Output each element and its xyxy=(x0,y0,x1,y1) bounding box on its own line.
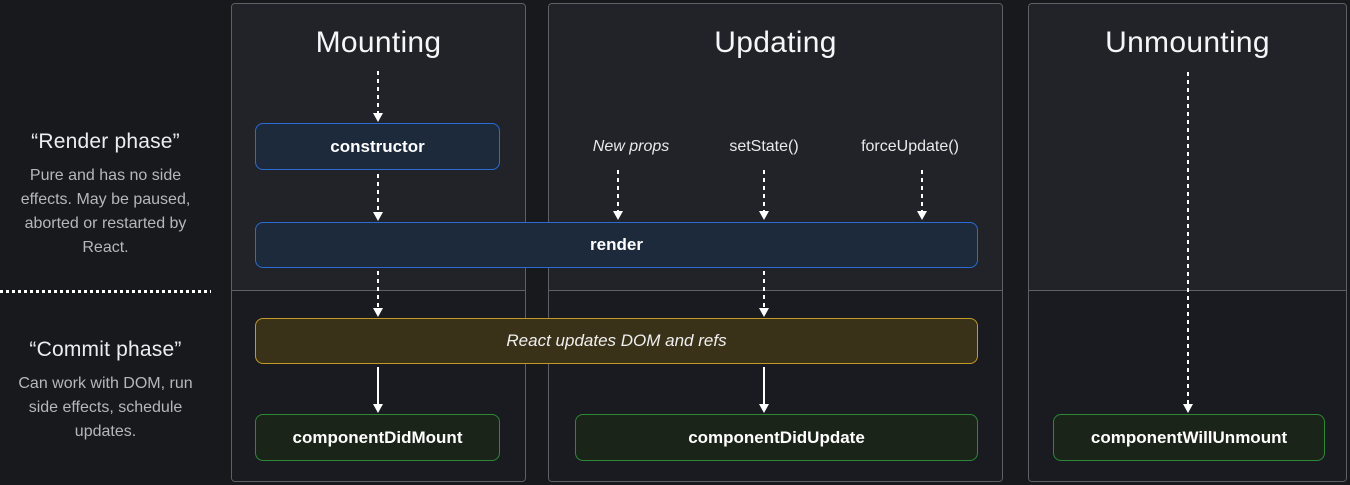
render-phase-description: Pure and has no side effects. May be pau… xyxy=(20,167,191,256)
new-props-label: New props xyxy=(592,138,670,155)
arrow-render-to-dom-update-updating xyxy=(758,271,770,317)
component-did-update-box[interactable]: componentDidUpdate xyxy=(575,414,978,461)
render-phase-info: “Render phase” Pure and has no side effe… xyxy=(0,130,211,260)
arrow-mounting-to-constructor xyxy=(372,71,384,122)
arrow-force-update-to-render xyxy=(916,170,928,220)
arrow-constructor-to-render xyxy=(372,174,384,221)
render-phase-title: “Render phase” xyxy=(31,130,180,153)
updating-column-title: Updating xyxy=(714,26,837,59)
arrow-unmounting-to-component-will-unmount xyxy=(1182,72,1194,413)
commit-phase-info: “Commit phase” Can work with DOM, run si… xyxy=(0,338,211,444)
react-updates-dom-box: React updates DOM and refs xyxy=(255,318,978,364)
phase-sidebar: “Render phase” Pure and has no side effe… xyxy=(0,0,211,485)
render-box[interactable]: render xyxy=(255,222,978,268)
set-state-link[interactable]: setState() xyxy=(729,138,799,155)
unmounting-column-title: Unmounting xyxy=(1105,26,1270,59)
constructor-box[interactable]: constructor xyxy=(255,123,500,170)
commit-phase-title: “Commit phase” xyxy=(29,338,182,361)
arrow-dom-update-to-component-did-mount xyxy=(372,367,384,413)
arrow-set-state-to-render xyxy=(758,170,770,220)
arrow-render-to-dom-update-mounting xyxy=(372,271,384,317)
force-update-link[interactable]: forceUpdate() xyxy=(861,138,959,155)
arrow-new-props-to-render xyxy=(612,170,624,220)
component-will-unmount-box[interactable]: componentWillUnmount xyxy=(1053,414,1325,461)
component-did-mount-box[interactable]: componentDidMount xyxy=(255,414,500,461)
commit-phase-description: Can work with DOM, run side effects, sch… xyxy=(18,375,193,440)
phase-divider xyxy=(0,290,211,293)
mounting-column-title: Mounting xyxy=(315,26,442,59)
arrow-dom-update-to-component-did-update xyxy=(758,367,770,413)
